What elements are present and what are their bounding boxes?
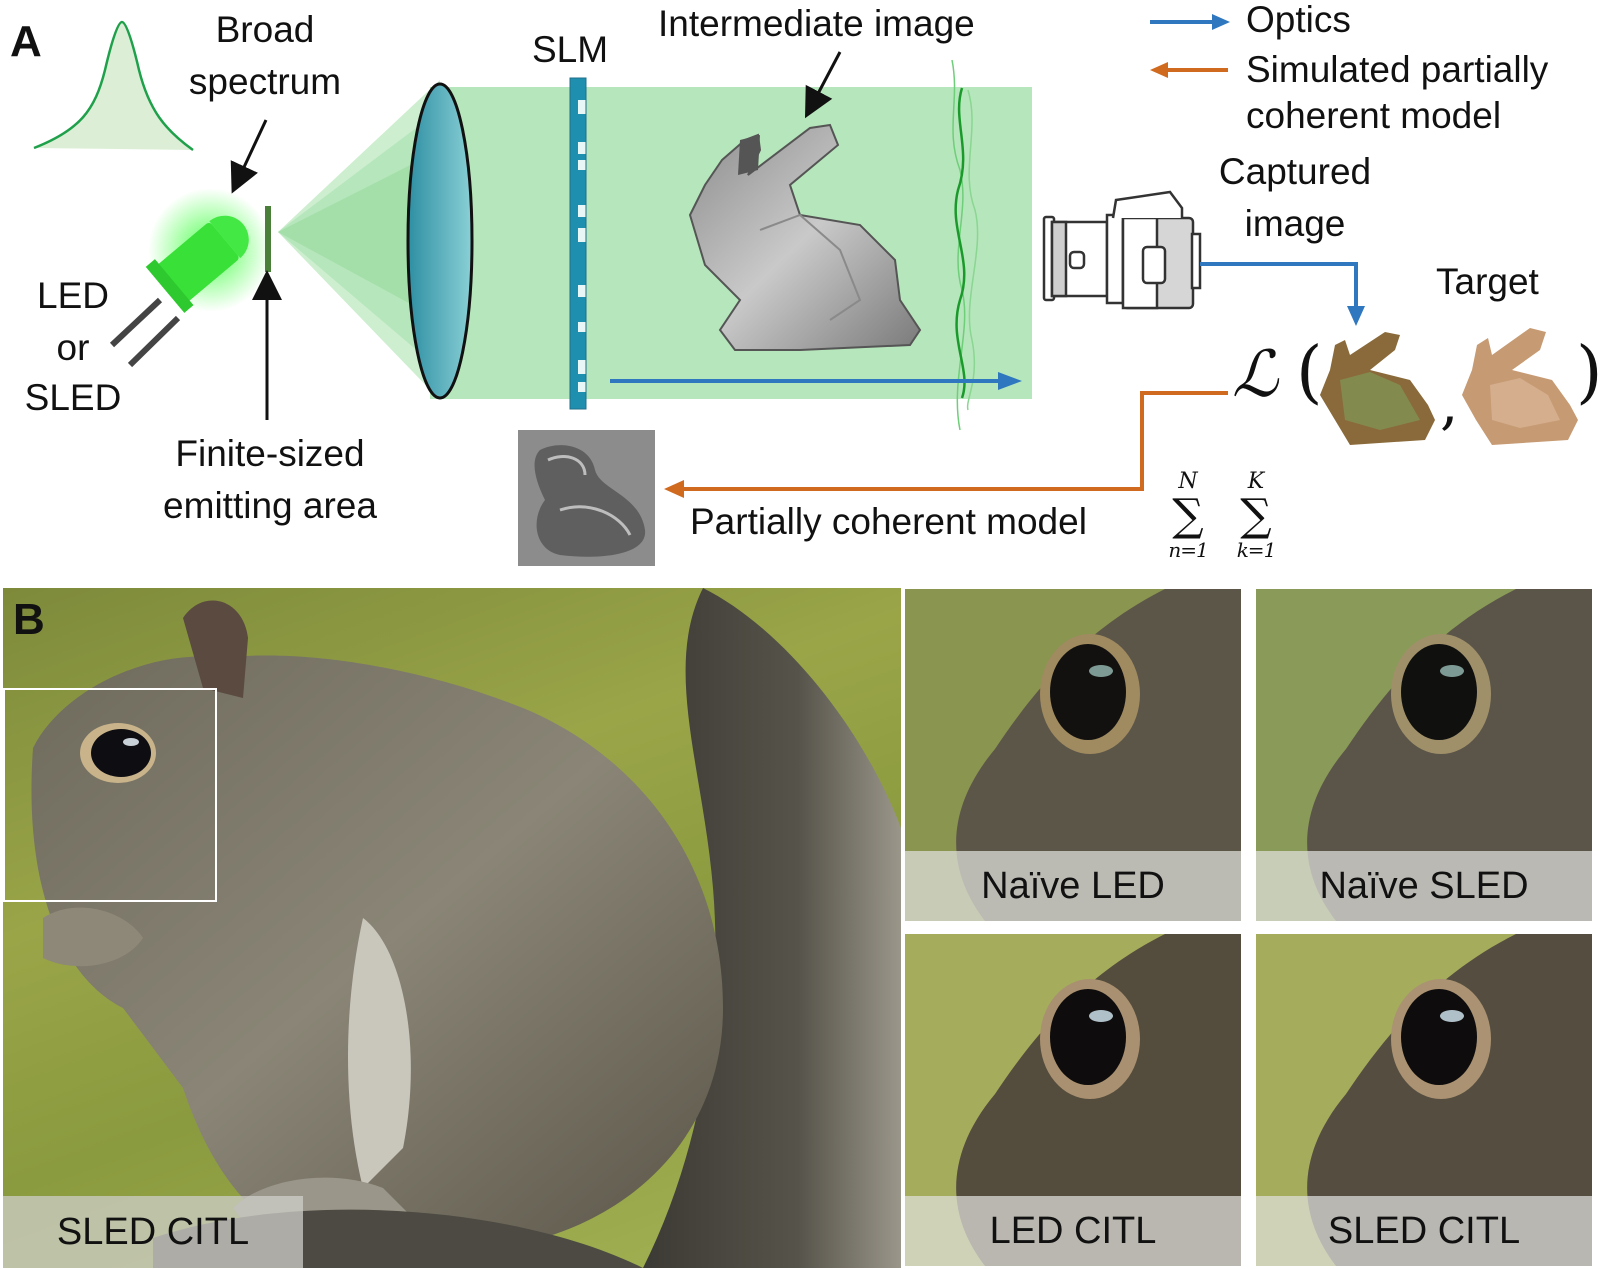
emitting-area-bar xyxy=(265,206,271,272)
model-path-arrow xyxy=(680,391,1228,491)
inset-caption: Naïve SLED xyxy=(1256,851,1592,921)
loss-close-paren: ) xyxy=(1576,333,1600,412)
sum-k: K ∑ k=1 xyxy=(1228,469,1284,563)
inset-caption: LED CITL xyxy=(905,1196,1241,1266)
light-cone xyxy=(278,80,440,400)
target-bunny-icon xyxy=(1462,328,1578,445)
sum-k-sigma: ∑ xyxy=(1240,490,1272,541)
loss-symbol: ℒ xyxy=(1232,338,1279,412)
captured-label-line2: image xyxy=(1244,203,1346,244)
sled-label: SLED xyxy=(24,377,122,418)
panel-a-diagram xyxy=(33,14,1578,566)
sum-n-upper: N xyxy=(1178,469,1198,494)
inset-naive-sled: Naïve SLED xyxy=(1256,589,1592,921)
squirrel-illustration xyxy=(31,588,901,1268)
target-label: Target xyxy=(1436,261,1539,302)
led-icon xyxy=(109,188,272,368)
sum-k-upper: K xyxy=(1247,469,1265,494)
led-label: LED xyxy=(37,275,109,316)
or-label: or xyxy=(56,327,90,368)
sum-n-sigma: ∑ xyxy=(1172,490,1204,541)
captured-label-line1: Captured xyxy=(1218,151,1372,192)
intermediate-bunny-icon xyxy=(688,123,922,351)
inset-caption: Naïve LED xyxy=(905,851,1241,921)
finite-label-line2: emitting area xyxy=(163,485,377,526)
panel-a-letter: A xyxy=(10,17,42,66)
panel-b-letter: B xyxy=(13,595,45,644)
legend-model-line2: coherent model xyxy=(1246,95,1502,136)
inset-sled-citl: SLED CITL xyxy=(1256,934,1592,1266)
inset-led-citl: LED CITL xyxy=(905,934,1241,1266)
wavefront-lines xyxy=(951,59,979,431)
loss-open-paren: ( xyxy=(1296,333,1323,412)
broad-label-line1: Broad xyxy=(215,9,315,50)
captured-bunny-icon xyxy=(1320,332,1435,445)
partially-coherent-label: Partially coherent model xyxy=(690,501,1087,542)
sum-n: N ∑ n=1 xyxy=(1160,469,1216,563)
spectrum-curve-icon xyxy=(33,20,194,152)
intermediate-image-label: Intermediate image xyxy=(658,3,975,44)
legend-optics-label: Optics xyxy=(1246,0,1351,40)
slm-label: SLM xyxy=(532,29,609,70)
loss-comma: , xyxy=(1440,369,1459,437)
captured-path-arrow xyxy=(1200,262,1358,310)
zoom-region-box xyxy=(3,688,217,902)
main-caption: SLED CITL xyxy=(3,1196,303,1268)
main-squirrel-image: B SLED CITL xyxy=(3,588,901,1268)
slm-icon xyxy=(569,77,587,410)
sum-n-lower: n=1 xyxy=(1168,538,1208,562)
legend-model-line1: Simulated partially xyxy=(1246,49,1549,90)
phase-pattern-image xyxy=(518,430,655,566)
inset-naive-led: Naïve LED xyxy=(905,589,1241,921)
finite-label-line1: Finite-sized xyxy=(175,433,365,474)
broad-spectrum-arrow xyxy=(230,119,268,194)
camera-icon xyxy=(1042,190,1202,310)
sum-k-lower: k=1 xyxy=(1236,538,1277,562)
lens-icon xyxy=(406,82,474,400)
inset-caption: SLED CITL xyxy=(1256,1196,1592,1266)
broad-label-line2: spectrum xyxy=(188,61,342,102)
intermediate-image-arrow xyxy=(804,51,842,119)
